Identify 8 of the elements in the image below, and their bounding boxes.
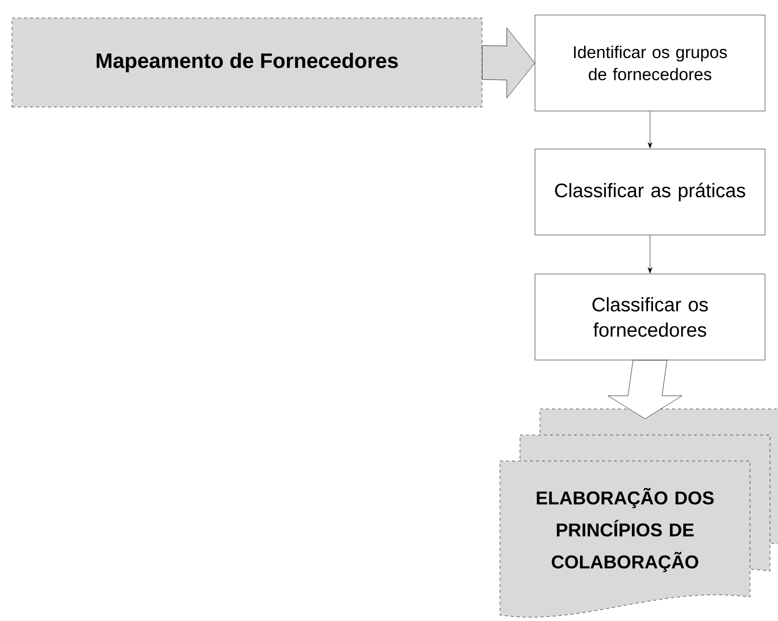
block-arrow [482,28,535,98]
process-box: Mapeamento de Fornecedores [12,18,482,108]
arrow [648,111,652,148]
block-arrow [608,360,682,419]
arrow [648,235,652,274]
process-box: Identificar os grupos de fornecedores [534,14,766,112]
process-box: Classificar as práticas [534,148,766,236]
process-box: Classificar os fornecedores [534,274,766,360]
